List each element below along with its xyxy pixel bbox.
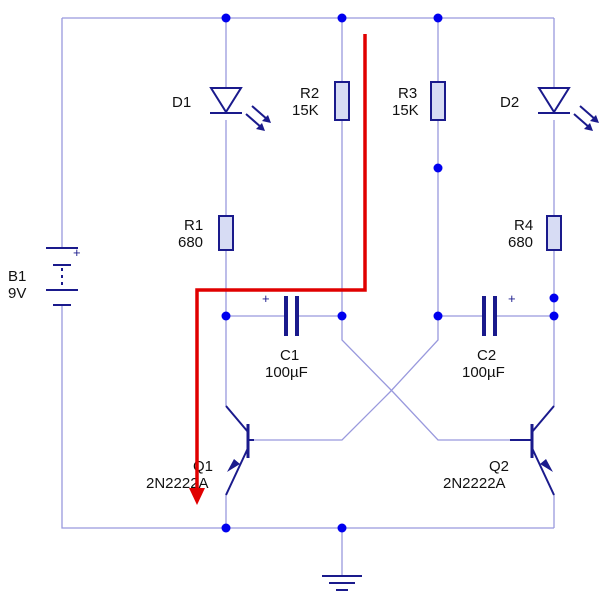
led-d2-ref: D2 [500,94,519,111]
transistor-q2-value: 2N2222A [443,475,506,492]
resistor-r1-value: 680 [178,234,203,251]
resistor-r2: R2 15K [292,81,350,121]
junction-node [221,13,231,23]
capacitor-c2: + C2 100µF [462,291,516,381]
battery-ref: B1 [8,268,26,285]
led-d1-light-arrows-icon [245,105,271,131]
junction-node [337,311,347,321]
transistor-q2-ref: Q2 [489,458,509,475]
transistor-q2: Q2 2N2222A [443,405,555,496]
resistor-r4: R4 680 [508,215,562,251]
junction-node [337,13,347,23]
capacitor-c2-ref: C2 [477,347,496,364]
junction-node [337,523,347,533]
current-path-arrowhead-icon [189,488,205,505]
resistor-r2-value: 15K [292,102,319,119]
capacitor-c2-value: 100µF [462,364,505,381]
led-d1-ref: D1 [172,94,191,111]
capacitor-c1-plus-sign: + [262,291,270,306]
resistor-r4-value: 680 [508,234,533,251]
led-d2-light-arrows-icon [573,105,599,131]
battery-b1: + B1 9V [8,245,81,306]
transistor-q1: Q1 2N2222A [146,405,254,496]
ground-icon [322,575,362,591]
capacitor-c1-value: 100µF [265,364,308,381]
capacitor-c1: + C1 100µF [262,291,308,381]
transistor-q1-value: 2N2222A [146,475,209,492]
current-path-arrow [189,34,367,505]
junction-node [433,311,443,321]
junction-nodes [221,13,559,533]
capacitor-c2-plus-sign: + [508,291,516,306]
battery-plus-sign: + [73,245,81,260]
transistor-q2-emitter-arrow-icon [540,459,553,472]
transistor-q1-emitter-arrow-icon [227,459,240,472]
led-d1: D1 [172,87,271,131]
resistor-r2-ref: R2 [300,85,319,102]
junction-node [221,311,231,321]
resistor-r4-ref: R4 [514,217,533,234]
junction-node [549,311,559,321]
led-d2: D2 [500,87,599,131]
junction-node [549,293,559,303]
resistor-r1-ref: R1 [184,217,203,234]
junction-node [433,163,443,173]
capacitor-c1-ref: C1 [280,347,299,364]
junction-node [221,523,231,533]
wires [61,17,555,576]
resistor-r3: R3 15K [392,81,446,121]
resistor-r1: R1 680 [178,215,234,251]
battery-value: 9V [8,285,26,302]
resistor-r3-value: 15K [392,102,419,119]
resistor-r3-ref: R3 [398,85,417,102]
junction-node [433,13,443,23]
